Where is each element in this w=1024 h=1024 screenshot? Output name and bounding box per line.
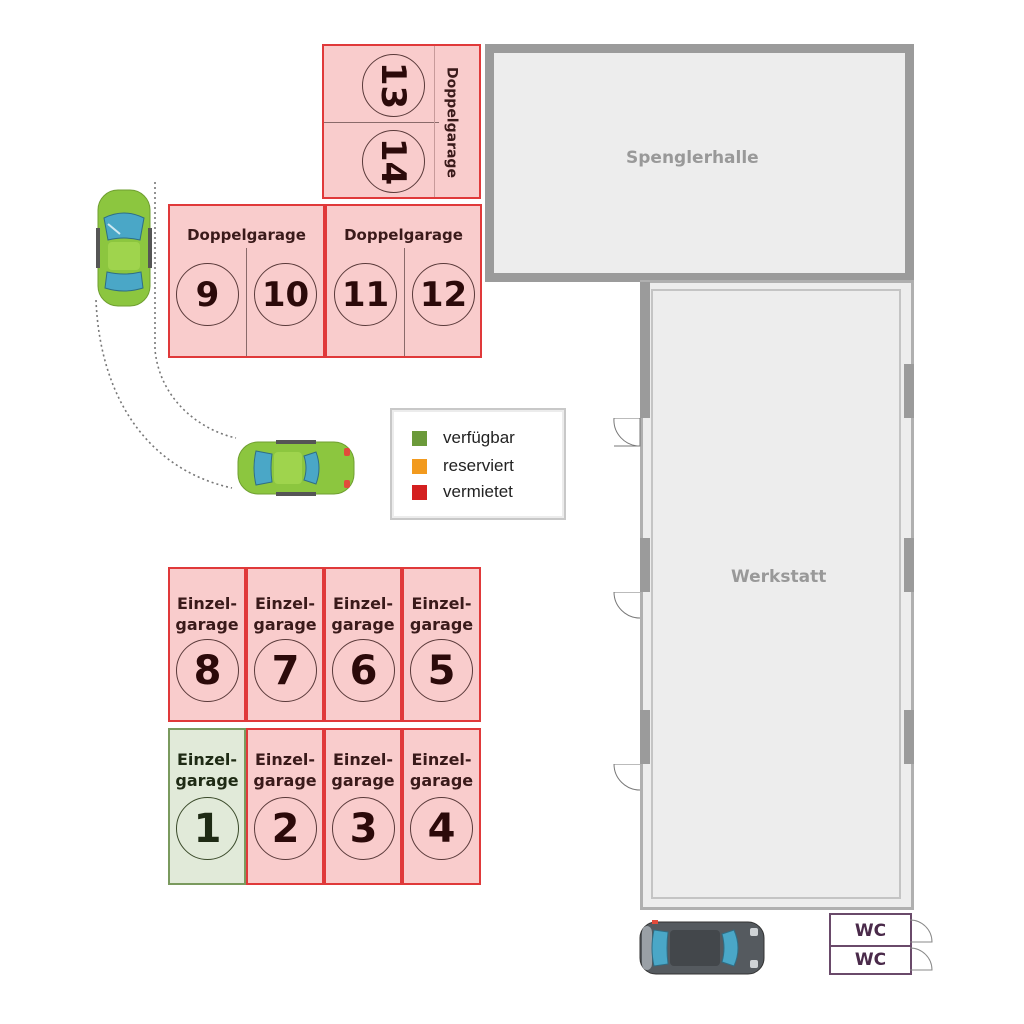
garage-number-circle: 8 (176, 639, 239, 702)
spenglerhalle: Spenglerhalle (485, 44, 914, 282)
wc-label-top: WC (854, 921, 887, 941)
garage-label-line2: garage (331, 771, 395, 790)
legend-swatch-rented (412, 484, 427, 500)
garage-label-line2: garage (409, 771, 474, 790)
garage-label-line1: Einzel- (411, 594, 472, 613)
single-garage-6[interactable]: Einzel- garage 6 (324, 567, 402, 722)
garage-number-circle: 13 (362, 54, 425, 117)
garage-number-3: 3 (349, 805, 378, 852)
garage-divider (404, 248, 405, 356)
garage-label-line2: garage (175, 615, 239, 634)
garage-number-2: 2 (271, 805, 300, 852)
garage-label-line2: garage (175, 771, 239, 790)
garage-number-circle: 2 (254, 797, 317, 860)
single-garage-4[interactable]: Einzel- garage 4 (402, 728, 481, 885)
garage-number-10: 10 (261, 274, 310, 315)
garage-label-line1: Einzel- (176, 594, 238, 613)
legend-swatch-available (412, 430, 427, 446)
car-icon (639, 920, 765, 975)
garage-number-circle: 11 (334, 263, 397, 326)
garage-number-circle: 10 (254, 263, 317, 326)
legend-label-available: verfügbar (443, 428, 515, 447)
wc-block: WC WC (829, 913, 912, 975)
garage-divider (246, 248, 247, 356)
garage-number-circle: 14 (362, 130, 425, 193)
garage-label-line1: Einzel- (332, 750, 394, 769)
spenglerhalle-label: Spenglerhalle (626, 148, 759, 168)
wall-segment (640, 282, 650, 418)
legend-label-rented: vermietet (443, 482, 513, 501)
single-garage-3[interactable]: Einzel- garage 3 (324, 728, 402, 885)
garage-label-line1: Einzel- (254, 594, 316, 613)
wall-segment (904, 710, 914, 764)
garage-label-line1: Einzel- (411, 750, 472, 769)
wall-segment (904, 364, 914, 418)
legend-item-rented: vermietet (412, 482, 513, 502)
garage-number-circle: 5 (410, 639, 473, 702)
car-icon (96, 189, 152, 307)
legend: verfügbar reserviert vermietet (390, 408, 566, 520)
garage-number-circle: 9 (176, 263, 239, 326)
double-garage-11-12[interactable]: Doppelgarage 11 12 (325, 204, 482, 358)
garage-number-circle: 1 (176, 797, 239, 860)
garage-divider (434, 46, 435, 197)
legend-swatch-reserved (412, 458, 427, 474)
single-garage-7[interactable]: Einzel- garage 7 (246, 567, 324, 722)
door-icon (613, 764, 641, 791)
garage-number-circle: 3 (332, 797, 395, 860)
double-garage-13-14[interactable]: 13 14 Doppelgarage (322, 44, 481, 199)
garage-label-line2: garage (253, 771, 317, 790)
wall-segment (640, 710, 650, 764)
garage-divider (324, 122, 439, 123)
garage-label-line1: Einzel- (176, 750, 238, 769)
wc-label-bottom: WC (854, 950, 887, 970)
garage-number-7: 7 (271, 647, 300, 694)
wall-segment (904, 538, 914, 592)
garage-number-1: 1 (193, 805, 222, 852)
garage-number-8: 8 (193, 647, 222, 694)
wc-divider (831, 945, 910, 947)
garage-number-12: 12 (419, 274, 468, 315)
single-garage-2[interactable]: Einzel- garage 2 (246, 728, 324, 885)
garage-number-11: 11 (341, 274, 390, 315)
garage-number-6: 6 (349, 647, 378, 694)
garage-label-line1: Einzel- (332, 594, 394, 613)
door-icon (613, 592, 641, 619)
werkstatt-inner (651, 289, 901, 899)
door-icon (613, 418, 641, 447)
garage-number-circle: 4 (410, 797, 473, 860)
double-garage-9-10[interactable]: Doppelgarage 9 10 (168, 204, 325, 358)
legend-item-reserved: reserviert (412, 456, 514, 476)
car-icon (237, 440, 355, 496)
werkstatt-label: Werkstatt (731, 567, 827, 587)
garage-label: Doppelgarage (187, 226, 306, 244)
single-garage-1[interactable]: Einzel- garage 1 (168, 728, 246, 885)
werkstatt: Werkstatt (640, 280, 914, 910)
wall-segment (640, 538, 650, 592)
garage-label-line2: garage (253, 615, 317, 634)
garage-number-circle: 6 (332, 639, 395, 702)
legend-item-available: verfügbar (412, 428, 515, 448)
garage-label: Doppelgarage (344, 226, 463, 244)
garage-number-5: 5 (427, 647, 456, 694)
garage-label-line1: Einzel- (254, 750, 316, 769)
garage-label-line2: garage (409, 615, 474, 634)
single-garage-5[interactable]: Einzel- garage 5 (402, 567, 481, 722)
garage-number-9: 9 (195, 274, 220, 315)
single-garage-8[interactable]: Einzel- garage 8 (168, 567, 246, 722)
garage-number-circle: 7 (254, 639, 317, 702)
garage-number-circle: 12 (412, 263, 475, 326)
door-icon (910, 919, 933, 971)
garage-number-4: 4 (427, 805, 456, 852)
garage-label-line2: garage (331, 615, 395, 634)
legend-label-reserved: reserviert (443, 456, 514, 475)
